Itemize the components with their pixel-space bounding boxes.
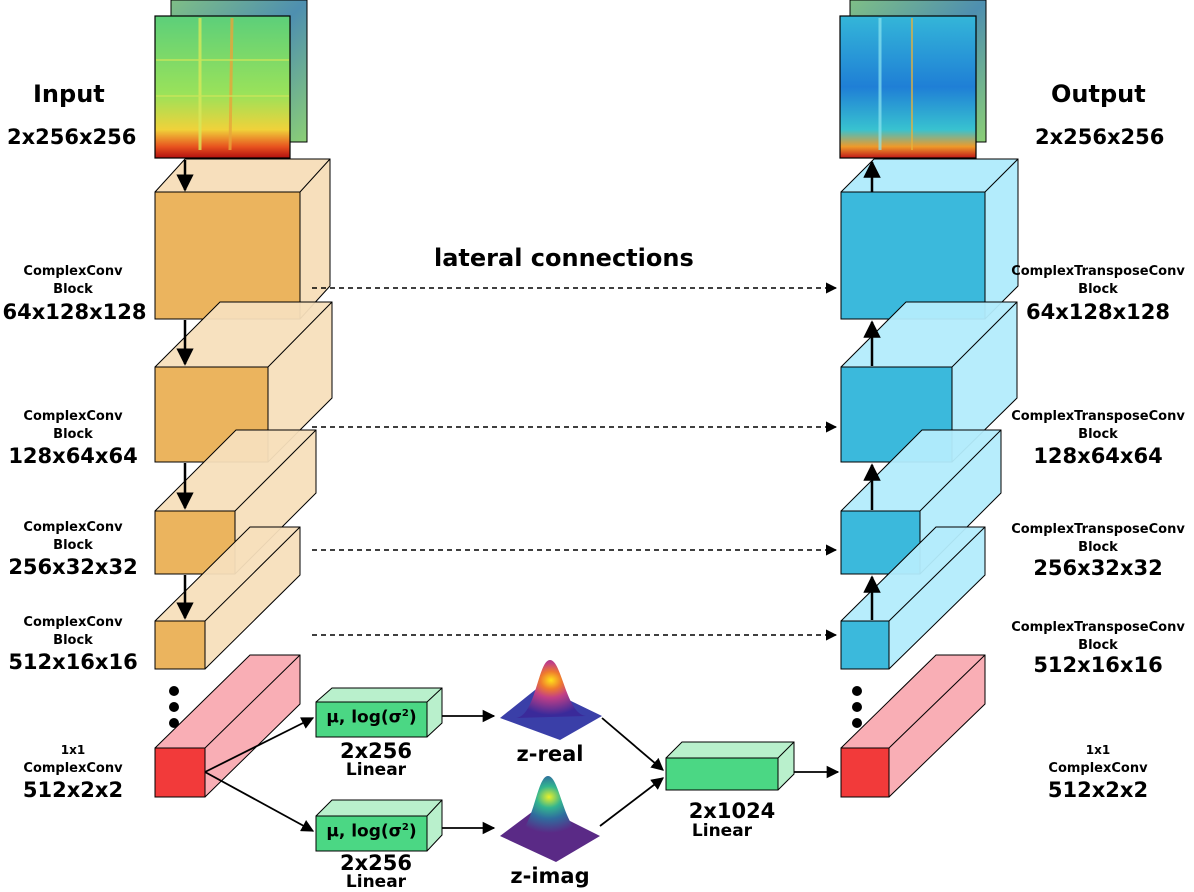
spectrogram-input-image: [154, 0, 308, 159]
input-label: Input: [33, 80, 105, 108]
linear-bottom-name: Linear: [345, 872, 407, 892]
decoder-block-1: [840, 158, 1019, 320]
decoder-block-4: [840, 526, 986, 670]
bottleneck-flow-arrows: [204, 709, 840, 835]
z-real-label: z-real: [516, 742, 584, 766]
bottleneck-left-kernel: 1x1: [60, 743, 86, 757]
encoder-1-dims: 64x128x128: [2, 300, 147, 324]
decoder-4-name: ComplexTransposeConv: [1011, 620, 1185, 635]
linear-top-formula: μ, log(σ2): [326, 707, 417, 728]
bottleneck-right-name: ComplexConv: [1048, 761, 1148, 776]
decoder-2-dims: 128x64x64: [1033, 444, 1163, 468]
decoder-1-sub: Block: [1078, 282, 1118, 297]
encoder-1-sub: Block: [53, 282, 93, 297]
encoder-1-name: ComplexConv: [23, 264, 123, 279]
decoder-4-sub: Block: [1078, 638, 1118, 653]
encoder-3-dims: 256x32x32: [8, 555, 138, 579]
decoder-3-sub: Block: [1078, 540, 1118, 555]
decoder-4-dims: 512x16x16: [1033, 653, 1163, 677]
encoder-ellipsis-dots: [169, 686, 179, 728]
bottleneck-left-name: ComplexConv: [23, 761, 123, 776]
merge-linear-name: Linear: [691, 821, 753, 841]
decoder-1-name: ComplexTransposeConv: [1011, 264, 1185, 279]
encoder-block-1: [154, 158, 331, 320]
decoder-2-sub: Block: [1078, 427, 1118, 442]
merge-linear-box: [665, 741, 795, 791]
decoder-3-name: ComplexTransposeConv: [1011, 522, 1185, 537]
encoder-4-sub: Block: [53, 633, 93, 648]
lateral-connection-arrows: [312, 282, 838, 641]
linear-top-box: [315, 687, 443, 738]
bottleneck-right-dims: 512x2x2: [1047, 778, 1149, 802]
linear-top-dims: 2x256: [340, 739, 412, 763]
linear-bottom-formula: μ, log(σ2): [326, 821, 417, 842]
linear-bottom-dims: 2x256: [340, 851, 412, 875]
encoder-4-name: ComplexConv: [23, 615, 123, 630]
gaussian-imag-icon: [500, 776, 600, 862]
encoder-3-sub: Block: [53, 538, 93, 553]
encoder-3-name: ComplexConv: [23, 520, 123, 535]
decoder-1-dims: 64x128x128: [1026, 300, 1170, 324]
decoder-2-name: ComplexTransposeConv: [1011, 409, 1185, 424]
bottleneck-left-dims: 512x2x2: [22, 778, 124, 802]
encoder-2-dims: 128x64x64: [8, 444, 138, 468]
decoder-ellipsis-dots: [852, 686, 862, 728]
linear-top-name: Linear: [345, 760, 407, 780]
bottleneck-right-kernel: 1x1: [1085, 743, 1111, 757]
encoder-2-sub: Block: [53, 427, 93, 442]
input-dims: 2x256x256: [7, 125, 137, 149]
bottleneck-left-block: [154, 654, 301, 798]
encoder-2-name: ComplexConv: [23, 409, 123, 424]
output-dims: 2x256x256: [1035, 125, 1165, 149]
lateral-connections-label: lateral connections: [434, 244, 694, 272]
spectrogram-output-image: [839, 0, 987, 159]
bottleneck-right-block: [840, 654, 986, 798]
encoder-block-4: [154, 526, 301, 670]
output-label: Output: [1051, 80, 1146, 108]
merge-linear-dims: 2x1024: [688, 799, 776, 823]
encoder-4-dims: 512x16x16: [8, 650, 138, 674]
gaussian-real-icon: [500, 660, 602, 740]
linear-bottom-box: [315, 799, 443, 852]
decoder-3-dims: 256x32x32: [1033, 556, 1163, 580]
z-imag-label: z-imag: [510, 864, 590, 888]
